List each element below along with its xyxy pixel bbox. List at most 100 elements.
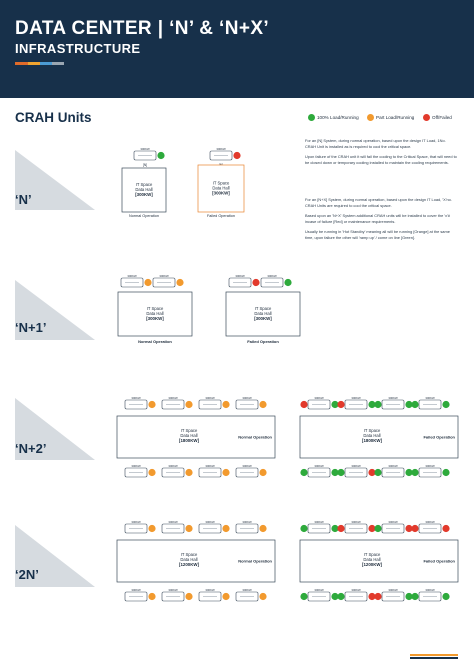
page-header: DATA CENTER | ‘N’ & ‘N+X’ INFRASTRUCTURE	[0, 0, 474, 98]
status-dot-icon	[337, 400, 345, 409]
crah-capacity-label: 300KW	[235, 274, 245, 278]
data-hall-label: Data Hall	[212, 186, 229, 191]
stripe-1	[15, 62, 28, 65]
status-dot-icon	[374, 400, 382, 409]
it-space-label: IT Space	[181, 428, 198, 433]
capacity-label: [1800KW]	[362, 438, 383, 443]
it-space-box	[121, 167, 167, 213]
data-hall-label: Data Hall	[180, 433, 197, 438]
normal-operation-label: Normal Operation	[129, 214, 159, 218]
stripe-2	[28, 62, 40, 65]
it-space-box	[225, 291, 301, 337]
crah-capacity-label: 300KW	[351, 464, 361, 468]
status-dot-icon	[259, 468, 267, 477]
status-dot-icon	[148, 524, 156, 533]
status-dot-icon	[148, 592, 156, 601]
capacity-label: [300KW]	[254, 316, 272, 321]
failed-operation-label: Failed Operation	[423, 435, 455, 440]
crah-capacity-label: 300KW	[127, 274, 137, 278]
crah-capacity-label: 300KW	[425, 464, 435, 468]
status-dot-icon	[411, 468, 419, 477]
description-paragraph: Based upon an 'N+X' System additional CR…	[305, 213, 450, 225]
legend-label: Part Load/Running	[376, 115, 415, 120]
data-hall-label: Data Hall	[146, 311, 163, 316]
status-dot-icon	[331, 592, 339, 601]
section-title: CRAH Units	[15, 110, 92, 125]
description-paragraph: For an [N+X] System, during normal opera…	[305, 197, 452, 209]
page-title: DATA CENTER | ‘N’ & ‘N+X’	[15, 18, 270, 39]
crah-capacity-label: 300KW	[131, 520, 141, 524]
status-dot-icon	[259, 400, 267, 409]
status-dot-icon	[144, 278, 152, 287]
description-paragraph: Usually be running in 'Hot Standby' mean…	[305, 229, 450, 241]
crah-capacity-label: 300KW	[131, 396, 141, 400]
crah-capacity-label: 300KW	[168, 464, 178, 468]
capacity-label: [1200KW]	[179, 562, 200, 567]
description-paragraph: Upon failure of the CRAH unit it will fa…	[305, 154, 457, 166]
crah-capacity-label: 300KW	[388, 396, 398, 400]
status-dot-icon	[411, 400, 419, 409]
crah-capacity-label: 300KW	[314, 520, 324, 524]
footer-logo-bar	[410, 657, 458, 659]
status-dot-icon	[368, 592, 376, 601]
status-dot-icon	[411, 592, 419, 601]
status-dot-icon	[222, 524, 230, 533]
capacity-label: [300KW]	[135, 192, 153, 197]
row-label-n-plus-1: ‘N+1’	[15, 320, 47, 335]
row-label-n: ‘N’	[15, 192, 32, 207]
crah-capacity-label: 300KW	[388, 464, 398, 468]
status-dot-icon	[300, 524, 308, 533]
it-space-box	[116, 539, 276, 583]
data-hall-label: Data Hall	[135, 187, 152, 192]
status-dot-icon	[442, 400, 450, 409]
crah-capacity-label: 300KW	[314, 396, 324, 400]
normal-operation-label: Normal Operation	[138, 339, 172, 344]
description-paragraph: For an [N] System, during normal operati…	[305, 138, 446, 150]
status-dot-icon	[337, 592, 345, 601]
crah-capacity-label: 300KW	[242, 588, 252, 592]
status-dot-icon	[331, 400, 339, 409]
status-dot-icon	[337, 524, 345, 533]
row-label-2n: ‘2N’	[15, 567, 39, 582]
crah-capacity-label: 300KW	[242, 520, 252, 524]
crah-capacity-label: 300KW	[388, 520, 398, 524]
it-space-label: IT Space	[364, 552, 381, 557]
status-dot-icon	[233, 151, 241, 160]
crah-capacity-label: 300KW	[242, 464, 252, 468]
crah-capacity-label: 300KW	[131, 464, 141, 468]
capacity-label: [300KW]	[212, 191, 230, 196]
data-hall-label: Data Hall	[363, 433, 380, 438]
status-dot-icon	[374, 524, 382, 533]
it-space-label: IT Space	[181, 552, 198, 557]
status-dot-icon	[185, 468, 193, 477]
crah-capacity-label: 300KW	[351, 520, 361, 524]
crah-capacity-label: 300KW	[140, 147, 150, 151]
status-dot-icon	[157, 151, 165, 160]
status-dot-icon	[300, 592, 308, 601]
status-dot-icon	[411, 524, 419, 533]
status-dot-icon	[148, 400, 156, 409]
status-dot-icon	[259, 524, 267, 533]
status-dot-icon	[176, 278, 184, 287]
status-dot-icon	[331, 468, 339, 477]
orange-dot-icon	[367, 114, 374, 121]
crah-capacity-label: 300KW	[205, 520, 215, 524]
legend-label: 100% Load/Running	[317, 115, 359, 120]
status-dot-icon	[442, 468, 450, 477]
it-space-box	[117, 291, 193, 337]
status-dot-icon	[337, 468, 345, 477]
status-dot-icon	[442, 592, 450, 601]
status-dot-icon	[148, 468, 156, 477]
it-space-label: IT Space	[147, 306, 164, 311]
page-subtitle: INFRASTRUCTURE	[15, 41, 141, 56]
status-dot-icon	[405, 524, 413, 533]
failed-operation-label: Failed Operation	[207, 214, 235, 218]
crah-capacity-label: 300KW	[242, 396, 252, 400]
crah-capacity-label: 300KW	[205, 396, 215, 400]
data-hall-label: Data Hall	[363, 557, 380, 562]
status-dot-icon	[185, 524, 193, 533]
status-dot-icon	[368, 400, 376, 409]
status-dot-icon	[368, 468, 376, 477]
crah-capacity-label: 300KW	[216, 147, 226, 151]
